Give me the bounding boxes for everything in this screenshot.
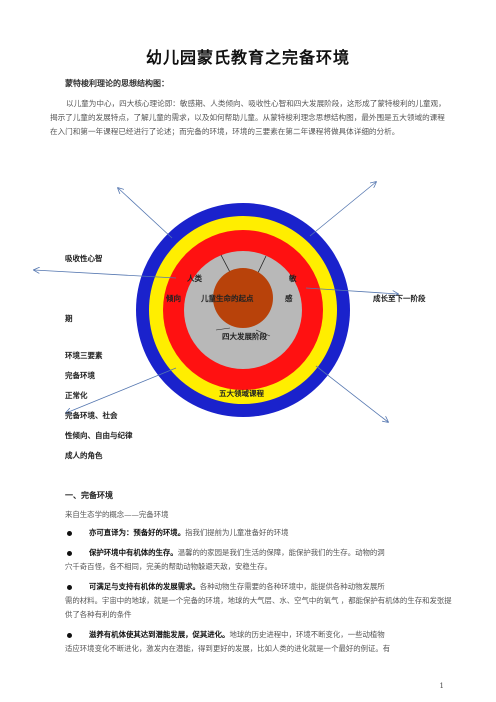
center-label: 儿童生命的起点 — [201, 294, 254, 303]
arrow-right — [305, 287, 398, 294]
list-item: 可满足与支持有机体的发展需求。各种动物生存需要的各种环境中，能提供各种动物发展所… — [65, 580, 453, 622]
arrow-top-left — [118, 188, 173, 239]
label-three-elements: 环境三要素 — [65, 351, 103, 360]
bullet-dot-icon — [67, 530, 72, 536]
label-normalization: 正常化 — [65, 391, 88, 400]
bullet-bold: 亦可直译为：预备好的环境。 — [89, 528, 186, 537]
bullet-bold: 滋养有机体使其达到潜能发展，促其进化。 — [89, 630, 230, 639]
page-number: 1 — [439, 682, 444, 690]
bullet-dot-icon — [67, 632, 72, 638]
label-five-areas: 五大领域课程 — [219, 389, 264, 398]
bullet-text: 地球的历史进程中，环境不断变化，一些动植物 — [229, 630, 385, 639]
montessori-structure-diagram — [0, 170, 496, 460]
bullet-continuation: 需的材料。宇宙中的地球，就是一个完备的环境，地球的大气层、水、空气中的氧气 ，都… — [65, 596, 452, 619]
list-item: 亦可直译为：预备好的环境。指我们提前为儿童准备好的环境 — [65, 526, 453, 540]
label-adult-role: 成人的角色 — [65, 451, 103, 460]
label-absorbent-mind: 吸收性心智 — [65, 254, 103, 263]
bullet-list: 亦可直译为：预备好的环境。指我们提前为儿童准备好的环境 保护环境中有机体的生存。… — [65, 526, 453, 662]
arrow-bottom-right — [315, 365, 388, 422]
bullet-text: 各种动物生存需要的各种环境中，能提供各种动物发展所 — [199, 582, 385, 591]
bullet-text: 温馨的的家园是我们生活的保障，能保护我们的生存。动物的洞 — [177, 548, 385, 557]
arrow-bottom-left — [66, 367, 177, 413]
section-subtitle: 来自生态学的概念——完备环境 — [65, 510, 169, 519]
arrow-left — [34, 270, 177, 279]
bullet-bold: 可满足与支持有机体的发展需求。 — [89, 582, 200, 591]
label-renlei: 人类 — [187, 274, 202, 283]
bullet-bold: 保护环境中有机体的生存。 — [89, 548, 178, 557]
label-min: 敏 — [289, 274, 297, 283]
label-complete-social: 完备环境、社会 — [65, 411, 118, 420]
label-next-stage: 成长至下一阶段 — [373, 294, 426, 303]
label-complete-environment: 完备环境 — [65, 371, 95, 380]
list-item: 保护环境中有机体的生存。温馨的的家园是我们生活的保障，能保护我们的生存。动物的洞… — [65, 546, 453, 574]
section-heading: 一、完备环境 — [65, 491, 113, 500]
bullet-continuation: 穴千奇百怪，各不相同，完美的帮助动物躲避天敌，安稳生存。 — [65, 562, 272, 571]
label-gan: 感 — [285, 294, 293, 303]
page-title: 幼儿园蒙氏教育之完备环境 — [145, 48, 350, 67]
center-child-circle — [213, 268, 273, 328]
bullet-dot-icon — [67, 550, 72, 556]
label-qingxiang: 倾向 — [166, 294, 181, 303]
arrow-top-right — [309, 182, 376, 237]
label-period: 期 — [65, 314, 73, 323]
list-item: 滋养有机体使其达到潜能发展，促其进化。地球的历史进程中，环境不断变化，一些动植物… — [65, 628, 453, 656]
intro-paragraph: 以儿童为中心，四大核心理论即：敏感期、人类倾向、吸收性心智和四大发展阶段，这形成… — [50, 99, 446, 136]
bullet-continuation: 适应环境变化不断进化，激发内在潜能，得到更好的发展，比如人类的进化就是一个最好的… — [65, 644, 391, 653]
label-tendency-freedom: 性倾向、自由与纪律 — [65, 431, 133, 440]
bullet-text: 指我们提前为儿童准备好的环境 — [185, 528, 289, 537]
label-four-stages: 四大发展阶段 — [222, 332, 267, 341]
structure-subheading: 蒙特梭利理论的思想结构图： — [65, 79, 169, 88]
bullet-dot-icon — [67, 584, 72, 590]
